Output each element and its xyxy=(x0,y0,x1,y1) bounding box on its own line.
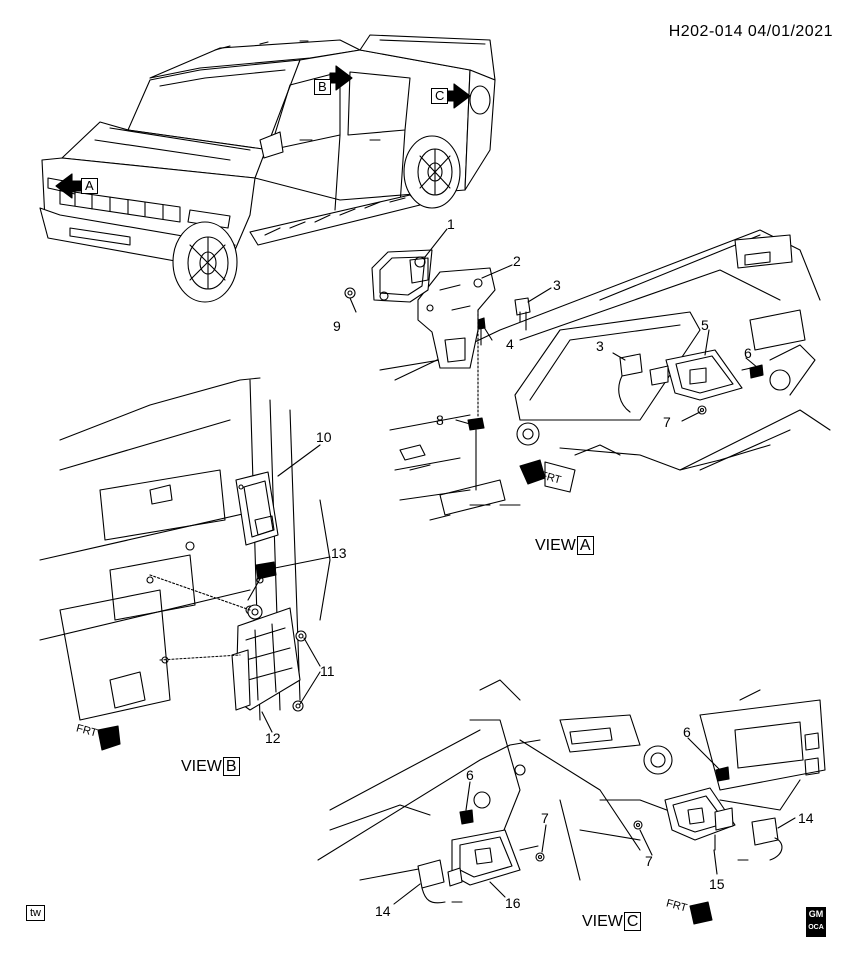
view-b-marker: B xyxy=(314,79,331,95)
callout-10: 10 xyxy=(316,429,332,445)
view-a-prefix: VIEW xyxy=(535,537,576,554)
callout-3-lower: 3 xyxy=(596,338,604,354)
callout-2: 2 xyxy=(513,253,521,269)
callout-5: 5 xyxy=(701,317,709,333)
view-a-illustration xyxy=(344,228,831,521)
callout-4: 4 xyxy=(506,336,514,352)
tw-label: tw xyxy=(26,905,45,921)
callout-7-left: 7 xyxy=(541,810,549,826)
callout-6-right: 6 xyxy=(683,724,691,740)
callout-13: 13 xyxy=(331,545,347,561)
gm-logo-bottom: OCA xyxy=(808,924,824,931)
callout-6: 6 xyxy=(744,345,752,361)
view-c-marker: C xyxy=(431,88,449,104)
view-a-box: A xyxy=(576,536,594,555)
view-b-illustration xyxy=(39,377,331,751)
diagram-reference-code: H202-014 04/01/2021 xyxy=(668,23,833,40)
callout-15: 15 xyxy=(709,876,725,892)
view-b-prefix: VIEW xyxy=(181,758,222,775)
callout-14-left: 14 xyxy=(375,903,391,919)
callout-9: 9 xyxy=(333,318,341,334)
callout-14-right: 14 xyxy=(798,810,814,826)
callout-1: 1 xyxy=(447,216,455,232)
view-c-prefix: VIEW xyxy=(582,913,623,930)
callout-8: 8 xyxy=(436,412,444,428)
callout-11: 11 xyxy=(320,663,335,679)
callout-6-left: 6 xyxy=(466,767,474,783)
callout-12: 12 xyxy=(265,730,281,746)
callout-16: 16 xyxy=(505,895,521,911)
view-a-marker: A xyxy=(81,178,98,194)
gm-logo: GM OCA xyxy=(806,907,826,937)
gm-logo-top: GM xyxy=(808,909,824,919)
callout-7-right: 7 xyxy=(645,853,653,869)
view-c-illustration xyxy=(317,679,826,925)
view-b-box: B xyxy=(222,757,240,776)
callout-3: 3 xyxy=(553,277,561,293)
view-marker-arrows xyxy=(55,65,471,199)
view-c-box: C xyxy=(623,912,642,931)
callout-7: 7 xyxy=(663,414,671,430)
